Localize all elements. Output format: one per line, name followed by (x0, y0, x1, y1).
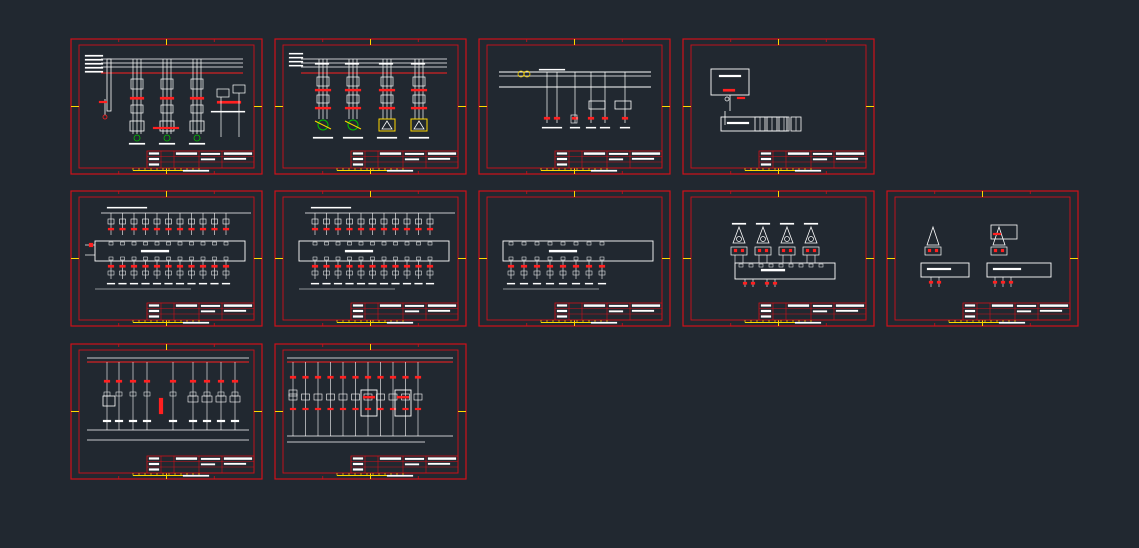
drawing-sheet-sensors-b[interactable] (886, 190, 1079, 327)
drawing-sheet-plc-io-c[interactable] (478, 190, 671, 327)
drawing-sheet-controller[interactable] (682, 38, 875, 175)
drawing-sheet-control-a[interactable] (70, 343, 263, 480)
drawing-sheet-one-line[interactable] (478, 38, 671, 175)
drawing-sheet-sensors-a[interactable] (682, 190, 875, 327)
drawing-sheet-power-a[interactable] (70, 38, 263, 175)
drawing-sheet-plc-io-b[interactable] (274, 190, 467, 327)
drawing-sheet-power-b[interactable] (274, 38, 467, 175)
drawing-sheet-plc-io-a[interactable] (70, 190, 263, 327)
drawing-sheet-control-b[interactable] (274, 343, 467, 480)
